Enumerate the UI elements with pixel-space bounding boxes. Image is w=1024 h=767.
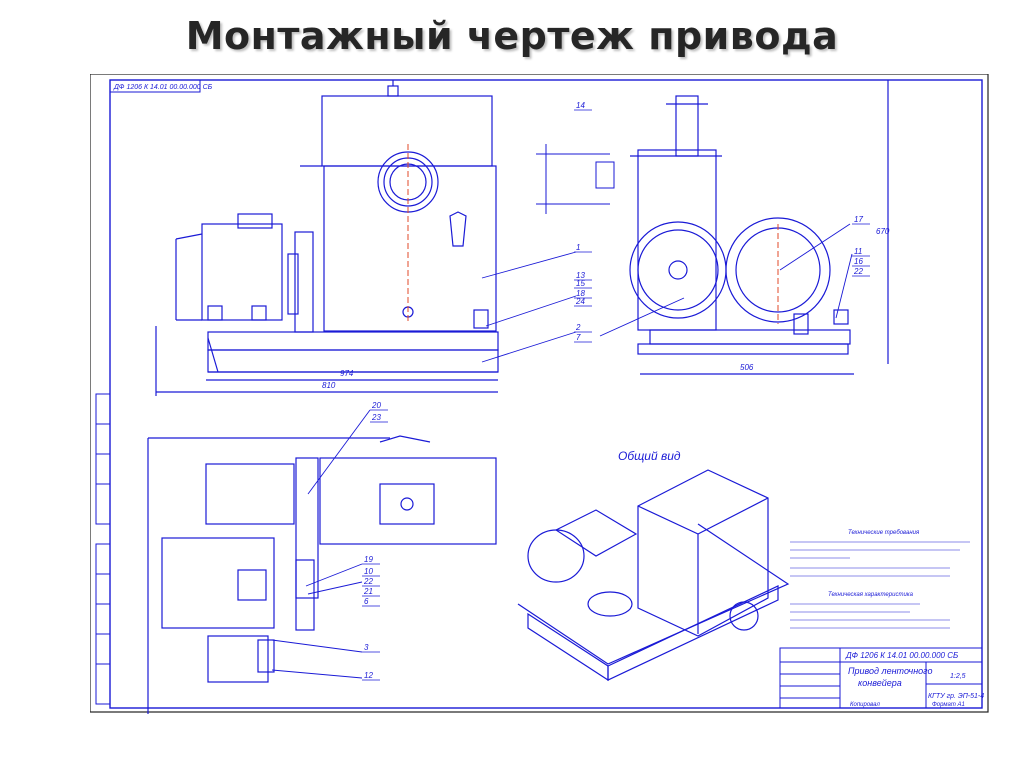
dim-810: 810 — [322, 381, 336, 390]
callout-12: 12 — [364, 671, 373, 680]
isometric-view — [517, 469, 790, 682]
title-block-name-1: Привод ленточного — [848, 666, 933, 676]
callout-19: 19 — [364, 555, 373, 564]
title-block-format: Формат А1 — [932, 702, 965, 708]
side-view — [629, 80, 889, 375]
detail-callout — [536, 144, 615, 214]
callout-20: 20 — [371, 401, 381, 410]
left-margin-stamps — [95, 393, 111, 705]
title-block-name-2: конвейера — [858, 678, 902, 688]
callout-6: 6 — [364, 597, 369, 606]
assembly-drawing-sheet: ДФ 1206 К 14.01 00.00.000 СБ — [90, 74, 989, 714]
callout-14: 14 — [576, 101, 585, 110]
dim-670: 670 — [876, 227, 890, 236]
title-block-copied: Копировал — [850, 702, 880, 708]
callout-2: 2 — [575, 323, 581, 332]
title-block-group: КГТУ гр. ЭП-51-4 — [928, 693, 984, 700]
callout-23: 23 — [371, 413, 381, 422]
sheet-outer-frame — [90, 74, 989, 713]
callout-1: 1 — [576, 243, 580, 252]
leader-lines-bottom — [271, 409, 371, 679]
callout-15: 15 — [576, 279, 585, 288]
callout-7: 7 — [576, 333, 581, 342]
title-block-code: ДФ 1206 К 14.01 00.00.000 СБ — [845, 651, 958, 660]
dim-974: 974 — [340, 369, 354, 378]
corner-stamp: ДФ 1206 К 14.01 00.00.000 СБ — [113, 84, 213, 91]
title-block — [779, 647, 983, 709]
callout-22: 22 — [853, 267, 863, 276]
callout-16: 16 — [854, 257, 863, 266]
callout-10: 10 — [364, 567, 373, 576]
callout-18: 18 — [576, 289, 585, 298]
callout-11: 11 — [854, 247, 862, 256]
plan-view — [147, 435, 497, 714]
callout-24: 24 — [575, 297, 585, 306]
tech-notes-lines — [790, 541, 970, 629]
callout-3: 3 — [364, 643, 369, 652]
callout-13: 13 — [576, 271, 585, 280]
callout-22: 22 — [363, 577, 373, 586]
tech-char-title: Техническая характеристика — [828, 592, 914, 598]
callout-17: 17 — [854, 215, 863, 224]
title-block-scale: 1:2,5 — [950, 673, 966, 680]
dim-506: 506 — [740, 363, 754, 372]
tech-req-title: Технические требования — [848, 530, 920, 536]
callout-21: 21 — [363, 587, 373, 596]
leader-lines-top — [481, 223, 853, 363]
front-view — [155, 80, 499, 396]
slide-title: Монтажный чертеж привода — [185, 14, 839, 58]
general-view-label: Общий вид — [618, 449, 681, 463]
